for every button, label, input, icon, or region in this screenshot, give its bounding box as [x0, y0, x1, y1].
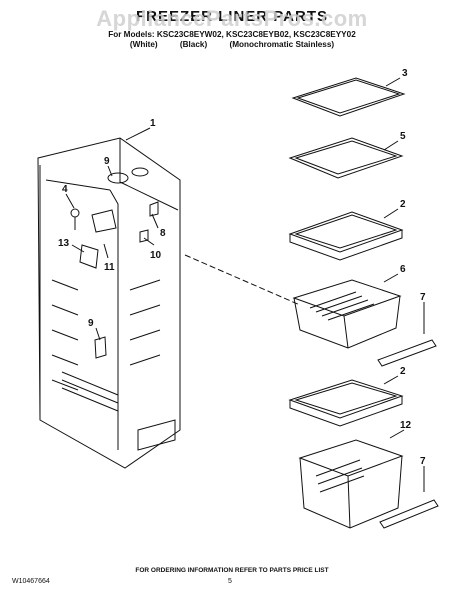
rail-7b — [379, 499, 439, 529]
drawer-6 — [292, 279, 402, 349]
callout-7a: 7 — [420, 292, 426, 303]
callout-4: 4 — [62, 184, 68, 195]
rail-7a — [377, 339, 437, 367]
header: FREEZER LINER PARTS AppliancePartsPros.c… — [0, 6, 464, 49]
variant-black: (Black) — [179, 40, 208, 49]
variants-line: (White) (Black) (Monochromatic Stainless… — [0, 40, 464, 49]
callout-9a: 9 — [104, 156, 110, 167]
page-number: 5 — [228, 578, 232, 585]
ordering-note: FOR ORDERING INFORMATION REFER TO PARTS … — [135, 567, 329, 574]
callout-7b: 7 — [420, 456, 426, 467]
glass-shelf-3 — [291, 77, 406, 117]
freezer-liner — [37, 137, 181, 469]
callout-10: 10 — [150, 250, 162, 261]
models-line: For Models: KSC23C8EYW02, KSC23C8EYB02, … — [108, 30, 356, 39]
callout-8: 8 — [160, 228, 166, 239]
callout-2b: 2 — [400, 366, 406, 377]
shelf-frame-2a — [288, 211, 404, 261]
page-title: FREEZER LINER PARTS — [135, 8, 329, 25]
shelf-frame-2b — [288, 379, 404, 427]
callout-6: 6 — [400, 264, 406, 275]
doc-number: W10467664 — [12, 578, 50, 585]
callout-9b: 9 — [88, 318, 94, 329]
callout-11: 11 — [104, 262, 115, 273]
callout-1: 1 — [150, 118, 156, 129]
callout-3: 3 — [402, 68, 408, 79]
callout-2a: 2 — [400, 199, 406, 210]
callout-12: 12 — [400, 420, 412, 431]
variant-stainless: (Monochromatic Stainless) — [229, 40, 335, 49]
callout-5: 5 — [400, 131, 406, 142]
variant-white: (White) — [129, 40, 158, 49]
glass-shelf-5 — [288, 137, 404, 179]
watermark: AppliancePartsPros.com — [96, 6, 368, 31]
callout-13: 13 — [58, 238, 70, 249]
drawer-12 — [298, 439, 404, 529]
